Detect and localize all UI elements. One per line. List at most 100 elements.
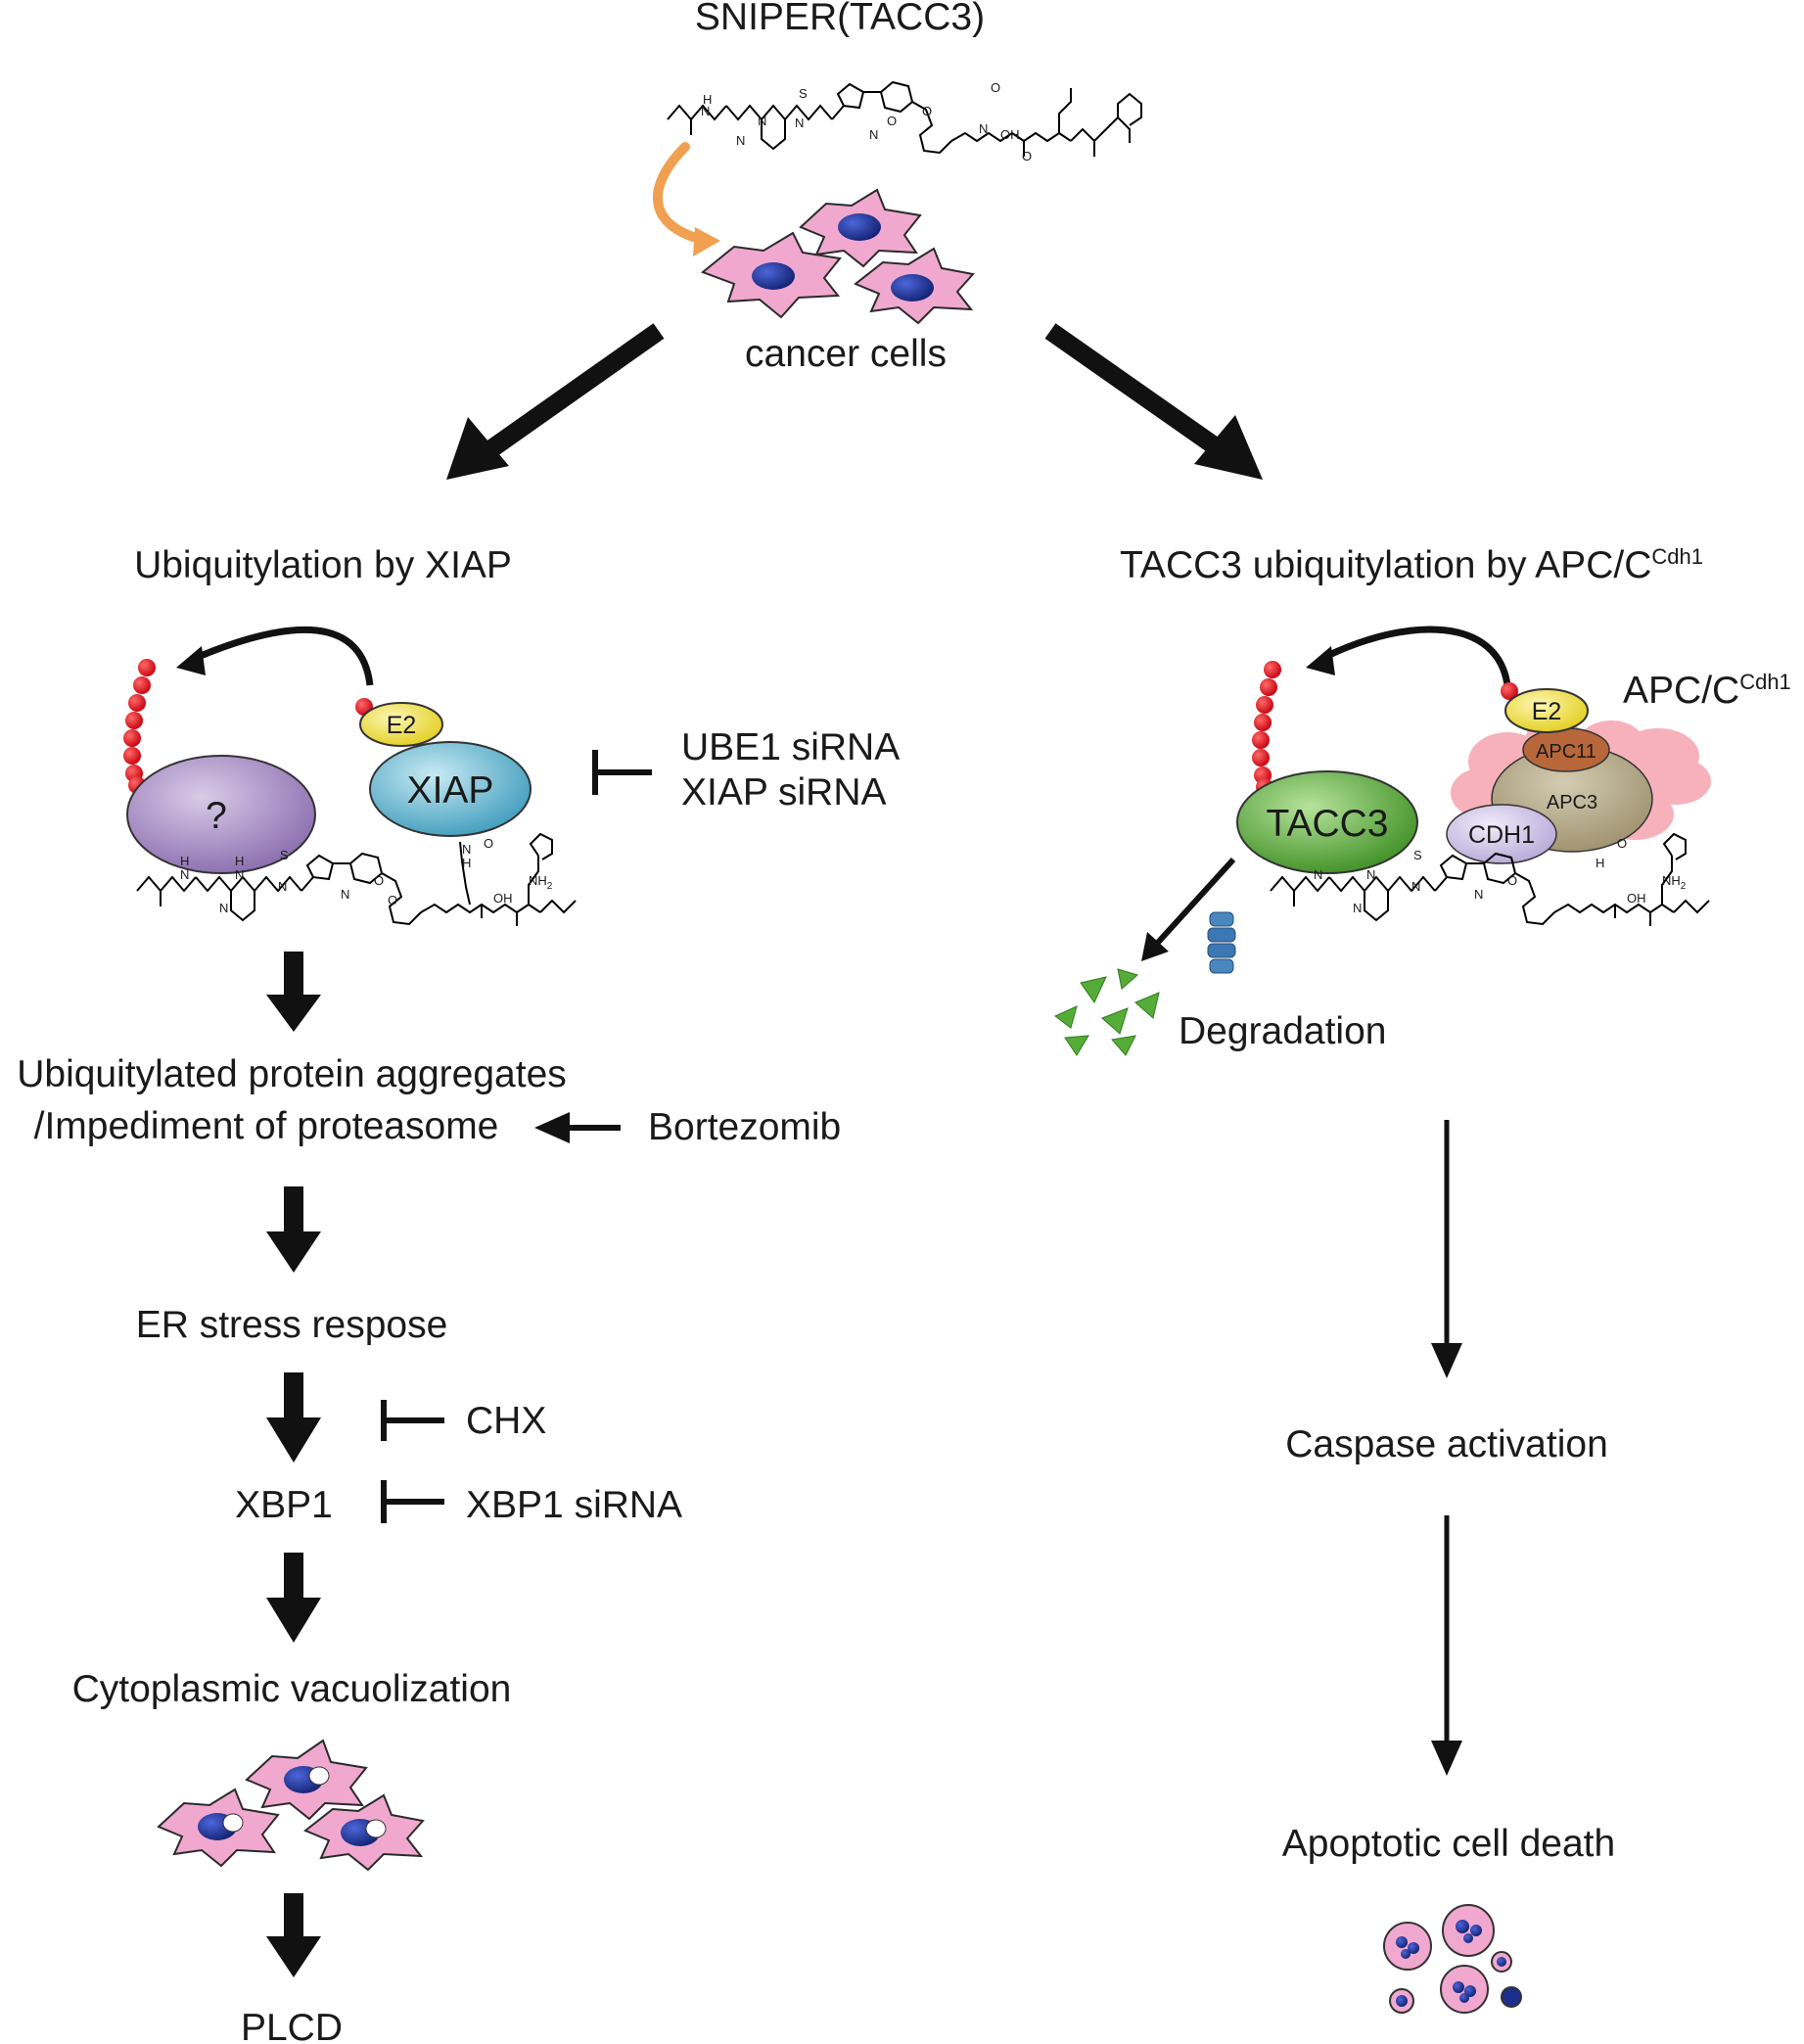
split-arrow-right bbox=[1044, 323, 1220, 453]
split-arrow-left bbox=[484, 323, 665, 458]
down-arrow-shaft bbox=[284, 1186, 303, 1233]
apoptotic-cell bbox=[1501, 1986, 1522, 2008]
degradation-arrowhead bbox=[1141, 932, 1169, 961]
down-arrow-shaft bbox=[284, 1893, 303, 1938]
vacuolization-label: Cytoplasmic vacuolization bbox=[72, 1668, 512, 1710]
chem-label: O bbox=[1507, 873, 1517, 888]
xiap-label: XIAP bbox=[407, 769, 494, 812]
chem-label: H bbox=[180, 854, 189, 868]
ube1-sirna-label: UBE1 siRNA bbox=[681, 726, 900, 768]
chem-label: H bbox=[703, 92, 712, 107]
chem-label: N bbox=[1411, 879, 1420, 894]
apc-complex-label: APC/CCdh1 bbox=[1623, 670, 1791, 712]
cancer-cell bbox=[799, 188, 922, 268]
degraded-fragments bbox=[1054, 968, 1160, 1056]
apc3-label: APC3 bbox=[1547, 792, 1597, 813]
chem-label: S bbox=[799, 86, 808, 101]
e2-enzyme-right bbox=[1504, 688, 1589, 733]
e2-label: E2 bbox=[387, 712, 417, 739]
caspase-label: Caspase activation bbox=[1285, 1423, 1608, 1465]
chem-label: N bbox=[180, 867, 189, 882]
chem-label: H bbox=[462, 856, 471, 870]
left-heading: Ubiquitylation by XIAP bbox=[134, 544, 512, 586]
down-arrow-head bbox=[266, 995, 321, 1032]
ub-transfer-arrow bbox=[194, 626, 374, 686]
down-arrow-head bbox=[266, 1598, 321, 1643]
xiap-protein bbox=[369, 741, 532, 837]
split-arrowhead-right bbox=[1194, 415, 1263, 480]
tacc3-label: TACC3 bbox=[1267, 803, 1389, 845]
chem-label: N bbox=[341, 887, 349, 902]
split-arrowhead-left bbox=[446, 417, 509, 480]
vacuolized-cell bbox=[245, 1739, 368, 1821]
chem-label: N bbox=[1314, 867, 1322, 882]
sniper-molecule-top bbox=[667, 80, 1142, 157]
xbp1-sirna-label: XBP1 siRNA bbox=[466, 1484, 682, 1526]
thin-down-arrowhead bbox=[1431, 1343, 1462, 1378]
chem-label: OH bbox=[1627, 891, 1646, 906]
chem-label: O bbox=[484, 836, 493, 851]
ub-transfer-arrowhead-right bbox=[1306, 646, 1335, 675]
chem-label: N bbox=[1353, 901, 1362, 915]
chem-label: N bbox=[758, 114, 766, 128]
chem-label: S bbox=[280, 848, 289, 862]
chem-label: O bbox=[887, 114, 897, 128]
chem-label: O bbox=[388, 893, 397, 907]
e2-label-right: E2 bbox=[1532, 698, 1562, 725]
apoptotic-cell bbox=[1491, 1951, 1512, 1973]
chem-label: N bbox=[795, 116, 804, 130]
chem-label: O bbox=[991, 80, 1000, 95]
chem-label: N bbox=[1366, 867, 1375, 882]
down-arrow-head bbox=[266, 1936, 321, 1977]
chem-label: N bbox=[979, 121, 988, 136]
down-arrow-shaft bbox=[284, 1553, 303, 1600]
thin-down-arrowhead bbox=[1431, 1741, 1462, 1776]
aggregates-label-line2: /Impediment of proteasome bbox=[34, 1105, 499, 1147]
ubiquitin-chain bbox=[123, 659, 156, 794]
apc11-label: APC11 bbox=[1536, 741, 1596, 763]
apoptotic-cell bbox=[1440, 1965, 1489, 2014]
ub-transfer-arrowhead bbox=[176, 646, 206, 675]
chem-label: S bbox=[1413, 848, 1422, 862]
chem-label: N bbox=[235, 867, 244, 882]
chem-label: NH2 bbox=[1662, 873, 1687, 892]
chem-label: O bbox=[374, 873, 384, 888]
e2-enzyme bbox=[359, 702, 443, 747]
chem-label: O bbox=[1617, 836, 1627, 851]
chem-label: OH bbox=[1000, 127, 1020, 142]
plcd-label: PLCD bbox=[241, 2007, 343, 2044]
uptake-arrowhead bbox=[693, 227, 720, 256]
proteasome-icon bbox=[1207, 911, 1236, 974]
chem-label: N bbox=[736, 133, 745, 148]
sniper-molecule-right bbox=[1270, 832, 1710, 926]
xiap-sirna-label: XIAP siRNA bbox=[681, 771, 887, 813]
chem-label: OH bbox=[493, 891, 513, 906]
cdh1-label: CDH1 bbox=[1468, 821, 1535, 849]
right-heading-main: TACC3 ubiquitylation by APC/C bbox=[1120, 544, 1651, 586]
down-arrow-head bbox=[266, 1231, 321, 1273]
apoptosis-label: Apoptotic cell death bbox=[1282, 1823, 1615, 1865]
chem-label: N bbox=[462, 842, 471, 857]
title: SNIPER(TACC3) bbox=[695, 0, 985, 38]
degradation-label: Degradation bbox=[1179, 1010, 1386, 1052]
apc-complex-main: APC/C bbox=[1623, 670, 1739, 712]
aggregates-label-line1: Ubiquitylated protein aggregates bbox=[17, 1053, 567, 1095]
cdh1-subunit bbox=[1446, 804, 1557, 864]
apoptotic-cell bbox=[1383, 1922, 1432, 1971]
apoptotic-cell bbox=[1389, 1988, 1414, 2014]
chem-label: H bbox=[1596, 856, 1604, 870]
inhibition-bar-xbp1 bbox=[381, 1480, 444, 1523]
chem-label: H bbox=[235, 854, 244, 868]
vacuolized-cell bbox=[303, 1793, 425, 1872]
uptake-arrow bbox=[652, 142, 708, 245]
down-arrow-head bbox=[266, 1417, 321, 1463]
right-heading: TACC3 ubiquitylation by APC/CCdh1 bbox=[1120, 544, 1703, 586]
chem-label: N bbox=[219, 901, 228, 915]
chem-label: NH2 bbox=[529, 873, 553, 892]
down-arrow-shaft bbox=[284, 952, 303, 997]
inhibition-bar-sirna bbox=[592, 750, 652, 795]
inhibition-bar-chx bbox=[381, 1400, 444, 1441]
chx-label: CHX bbox=[466, 1400, 546, 1442]
cancer-cell bbox=[854, 247, 975, 325]
